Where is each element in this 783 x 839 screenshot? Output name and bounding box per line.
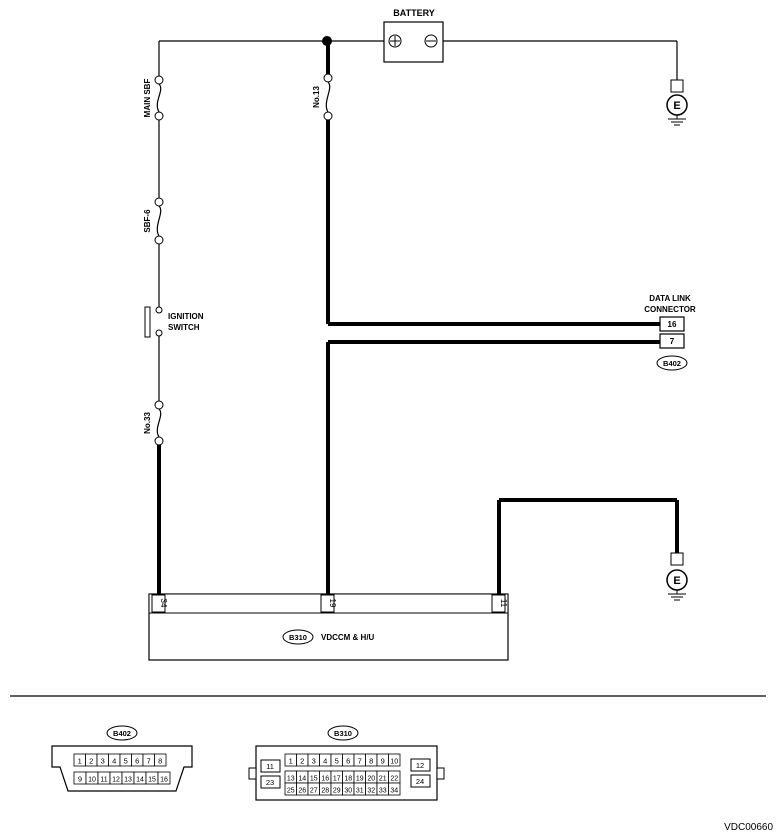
pin-number: 31 — [356, 788, 364, 795]
pin-number: 17 — [333, 776, 341, 783]
pin-number: 6 — [135, 757, 139, 766]
ignition-switch: IGNITION SWITCH — [144, 306, 204, 338]
wiring — [157, 36, 679, 594]
dlc-pin-7: 7 — [670, 337, 675, 346]
dlc-label-2: CONNECTOR — [644, 305, 696, 314]
pin-number: 30 — [344, 788, 352, 795]
pin-number: 12 — [112, 777, 120, 784]
pin-number: 27 — [310, 788, 318, 795]
pin-number: 2 — [89, 757, 93, 766]
vdccm-pin-19: 19 — [328, 599, 337, 608]
pin-number: 10 — [390, 759, 398, 766]
dlc-label-1: DATA LINK — [649, 294, 691, 303]
fuse-main-sbf-label: MAIN SBF — [143, 79, 152, 118]
ground-symbol-top: E — [666, 79, 688, 126]
ignition-switch-label-2: SWITCH — [168, 323, 200, 332]
pin-number: 28 — [321, 788, 329, 795]
pin-number: 7 — [147, 757, 151, 766]
pin-number: 4 — [323, 757, 327, 766]
pin-number: 14 — [136, 777, 144, 784]
fuse-no-33-label: No.33 — [143, 412, 152, 434]
vdccm-id-badge: B310 — [289, 633, 307, 642]
pin-number: 25 — [287, 788, 295, 795]
fuse-main-sbf: MAIN SBF — [143, 75, 164, 121]
dlc-pin-16: 16 — [668, 320, 677, 329]
pin-number: 3 — [312, 757, 316, 766]
pin-number: 11 — [100, 777, 107, 784]
fuse-no-13-label: No.13 — [312, 86, 321, 108]
pin-number: 8 — [158, 757, 162, 766]
pin-cell — [157, 771, 171, 785]
pin-number: 34 — [390, 788, 398, 795]
pin-number: 18 — [344, 776, 352, 783]
fuse-no-13: No.13 — [312, 73, 333, 121]
vdccm-module: 34 19 11 B310 VDCCM & H/U — [148, 593, 509, 661]
vdccm-pin-11: 11 — [499, 599, 508, 608]
pin-number: 2 — [300, 757, 304, 766]
b310-face-id: B310 — [334, 729, 352, 738]
battery-plus-terminal — [388, 34, 402, 48]
pin-number: 1 — [78, 757, 82, 766]
ground-label-top: E — [673, 100, 680, 112]
pin-number: 21 — [379, 776, 387, 783]
pin-number: 16 — [321, 776, 329, 783]
pin-number: 19 — [356, 776, 364, 783]
pin-number: 33 — [379, 788, 387, 795]
figure-code: VDC00660 — [724, 822, 773, 833]
pin-number: 15 — [310, 776, 318, 783]
b310-pin-24: 24 — [416, 777, 424, 786]
pin-number: 5 — [335, 757, 339, 766]
battery: BATTERY — [383, 8, 444, 63]
pin-cell — [154, 753, 167, 767]
pin-number: 5 — [124, 757, 128, 766]
pin-number: 26 — [298, 788, 306, 795]
pin-number: 9 — [381, 757, 385, 766]
splice-dot — [322, 36, 332, 46]
pin-number: 22 — [390, 776, 398, 783]
b310-pin-11: 11 — [266, 762, 274, 771]
battery-label: BATTERY — [393, 8, 435, 18]
ground-symbol-bottom: E — [666, 552, 688, 601]
pin-cell — [388, 782, 401, 796]
vdccm-name: VDCCM & H/U — [321, 633, 375, 642]
pin-number: 13 — [124, 777, 132, 784]
ignition-switch-label-1: IGNITION — [168, 312, 204, 321]
pin-cell — [388, 753, 401, 767]
ground-label-bottom: E — [673, 575, 680, 587]
battery-minus-terminal — [424, 34, 438, 48]
fuse-sbf-6: SBF-6 — [143, 197, 164, 245]
pin-number: 1 — [289, 757, 293, 766]
b402-row-2: 9 10 11 12 13 14 15 16 — [73, 771, 171, 785]
b310-pin-12: 12 — [416, 761, 424, 770]
fuse-sbf-6-label: SBF-6 — [143, 209, 152, 233]
pin-number: 6 — [346, 757, 350, 766]
fuse-no-33: No.33 — [143, 400, 164, 446]
pin-number: 10 — [88, 777, 96, 784]
pin-number: 14 — [298, 776, 306, 783]
pin-number: 29 — [333, 788, 341, 795]
data-link-connector: DATA LINK CONNECTOR 16 7 B402 — [644, 294, 696, 371]
b402-face-id: B402 — [113, 729, 131, 738]
pin-number: 20 — [367, 776, 375, 783]
pin-number: 8 — [369, 757, 373, 766]
pin-number: 9 — [78, 775, 82, 784]
pin-number: 32 — [367, 788, 375, 795]
pin-number: 7 — [358, 757, 362, 766]
b310-pin-23: 23 — [266, 778, 274, 787]
pin-number: 3 — [101, 757, 105, 766]
vdccm-pin-34: 34 — [159, 599, 168, 608]
dlc-id-badge: B402 — [663, 359, 681, 368]
pin-number: 13 — [287, 776, 295, 783]
pin-number: 4 — [112, 757, 116, 766]
pin-number: 15 — [148, 777, 156, 784]
pin-number: 16 — [160, 777, 168, 784]
